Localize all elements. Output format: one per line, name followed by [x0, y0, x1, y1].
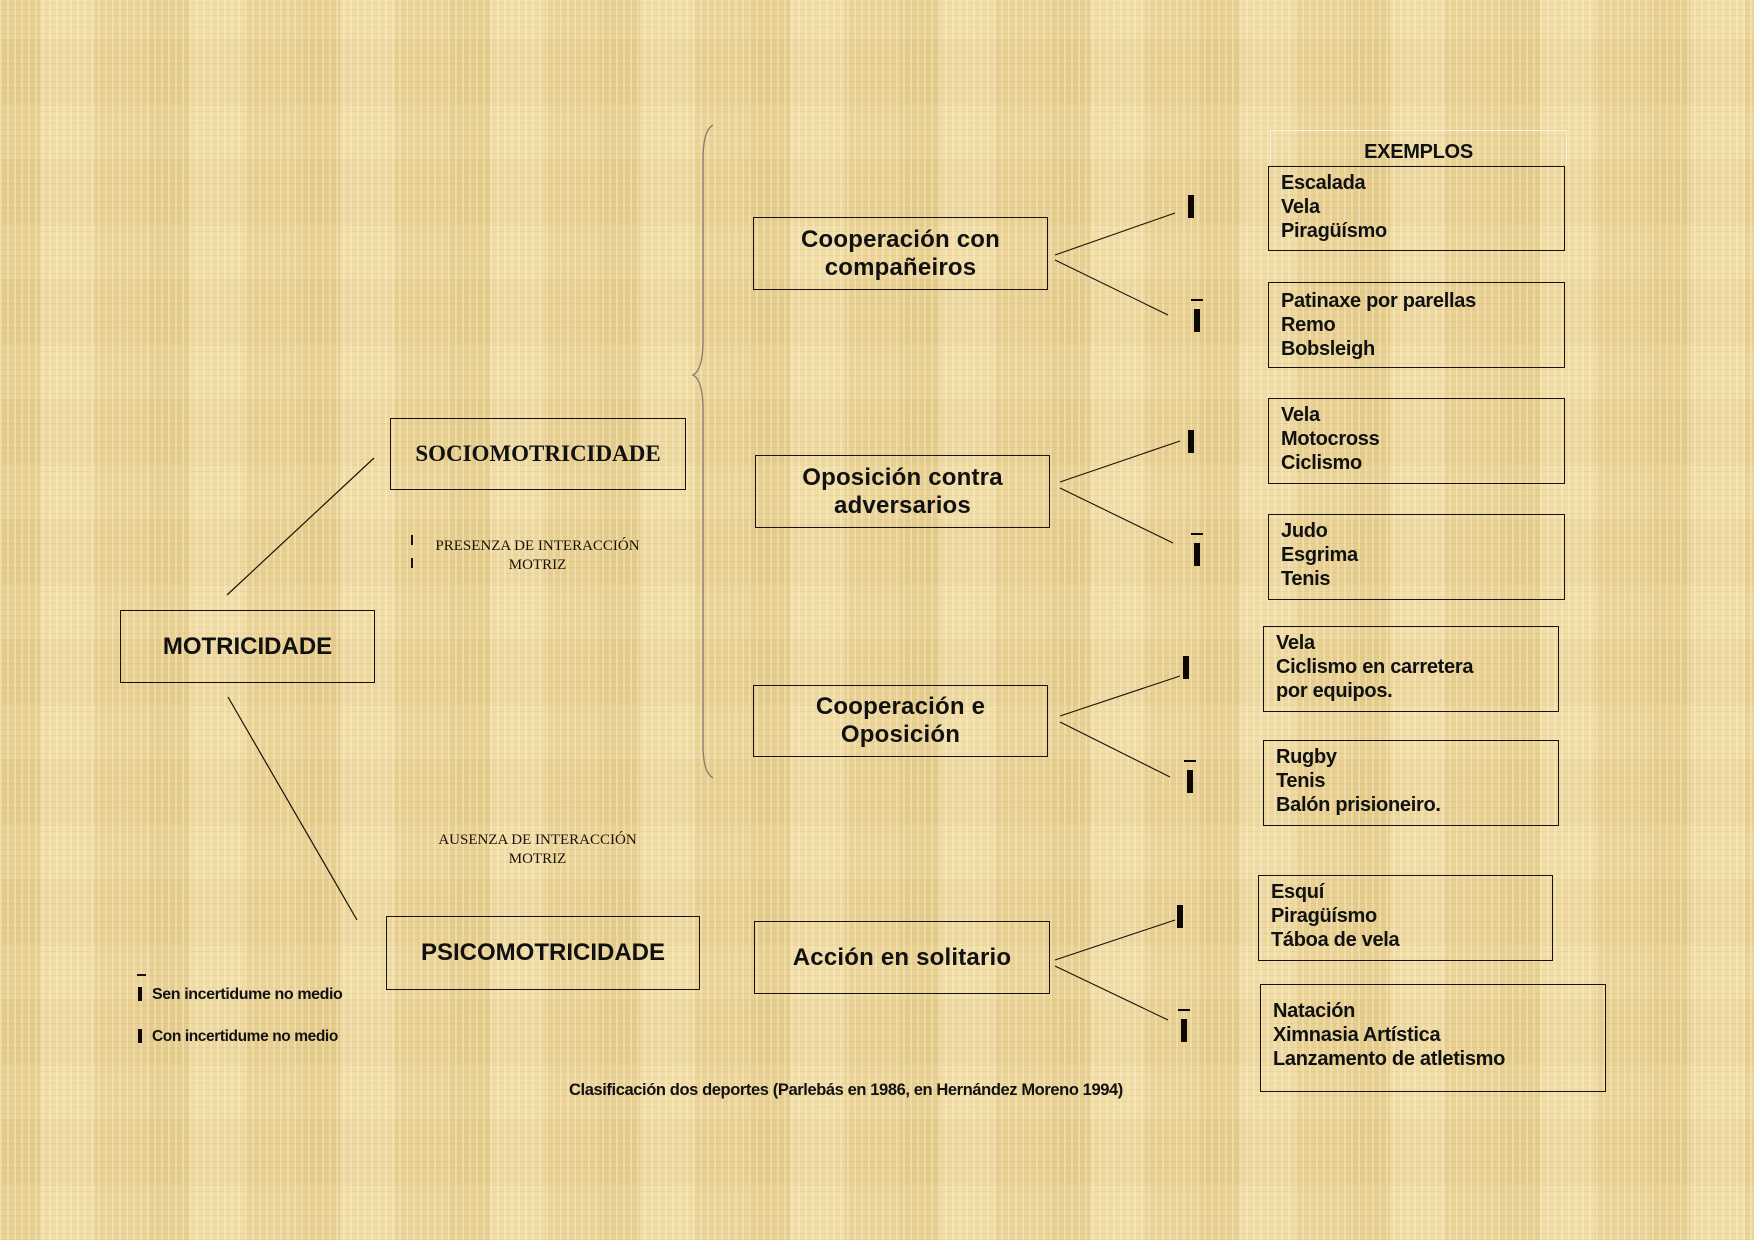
examples-group: Esquí Piragüísmo Táboa de vela — [1258, 875, 1553, 961]
examples-group: Escalada Vela Piragüísmo — [1268, 166, 1565, 251]
socio-note: PRESENZA DE INTERACCIÓN MOTRIZ — [435, 538, 640, 573]
category-accion-solitario: Acción en solitario — [754, 921, 1050, 994]
no-uncertainty-symbol — [1181, 1019, 1187, 1042]
no-uncertainty-symbol — [1187, 770, 1193, 793]
socio-label: SOCIOMOTRICIDADE — [415, 441, 661, 466]
root-node-motricidade: MOTRICIDADE — [120, 610, 375, 683]
no-uncertainty-symbol — [138, 987, 142, 1001]
overline-mark — [1184, 760, 1196, 762]
uncertainty-symbol — [1188, 430, 1194, 453]
examples-header-box: EXEMPLOS — [1270, 130, 1567, 166]
brace-icon — [691, 124, 714, 779]
psico-label: PSICOMOTRICIDADE — [420, 939, 665, 966]
examples-group: Rugby Tenis Balón prisioneiro. — [1263, 740, 1559, 826]
legend-overline-mark — [137, 974, 146, 976]
examples-group: Patinaxe por parellas Remo Bobsleigh — [1268, 282, 1565, 368]
examples-group: Judo Esgrima Tenis — [1268, 514, 1565, 600]
line-root-to-psico — [227, 696, 358, 921]
uncertainty-symbol — [1188, 195, 1194, 218]
root-label: MOTRICIDADE — [162, 632, 333, 660]
examples-group: Natación Ximnasia Artística Lanzamento d… — [1260, 984, 1606, 1092]
branch-node-psicomotricidade: PSICOMOTRICIDADE — [386, 916, 700, 990]
overline-mark — [1191, 533, 1203, 535]
legend-item-con-incertidume: Con incertidume no medio — [138, 1028, 338, 1046]
uncertainty-symbol — [138, 1029, 142, 1043]
no-uncertainty-symbol — [1194, 309, 1200, 332]
line-root-to-socio — [226, 457, 375, 596]
branch-node-sociomotricidade: SOCIOMOTRICIDADE — [390, 418, 686, 490]
socio-note-mark — [411, 558, 413, 568]
examples-group: Vela Motocross Ciclismo — [1268, 398, 1565, 484]
examples-header: EXEMPLOS — [1364, 141, 1473, 163]
no-uncertainty-symbol — [1194, 543, 1200, 566]
diagram-caption: Clasificación dos deportes (Parlebás en … — [569, 1081, 1123, 1099]
socio-note-mark — [411, 535, 413, 545]
uncertainty-symbol — [1177, 905, 1183, 928]
psico-note: AUSENZA DE INTERACCIÓN MOTRIZ — [438, 832, 637, 867]
overline-mark — [1178, 1009, 1190, 1011]
uncertainty-symbol — [1183, 656, 1189, 679]
legend-item-sen-incertidume: Sen incertidume no medio — [138, 986, 343, 1004]
examples-group: Vela Ciclismo en carretera por equipos. — [1263, 626, 1559, 712]
overline-mark — [1191, 299, 1203, 301]
